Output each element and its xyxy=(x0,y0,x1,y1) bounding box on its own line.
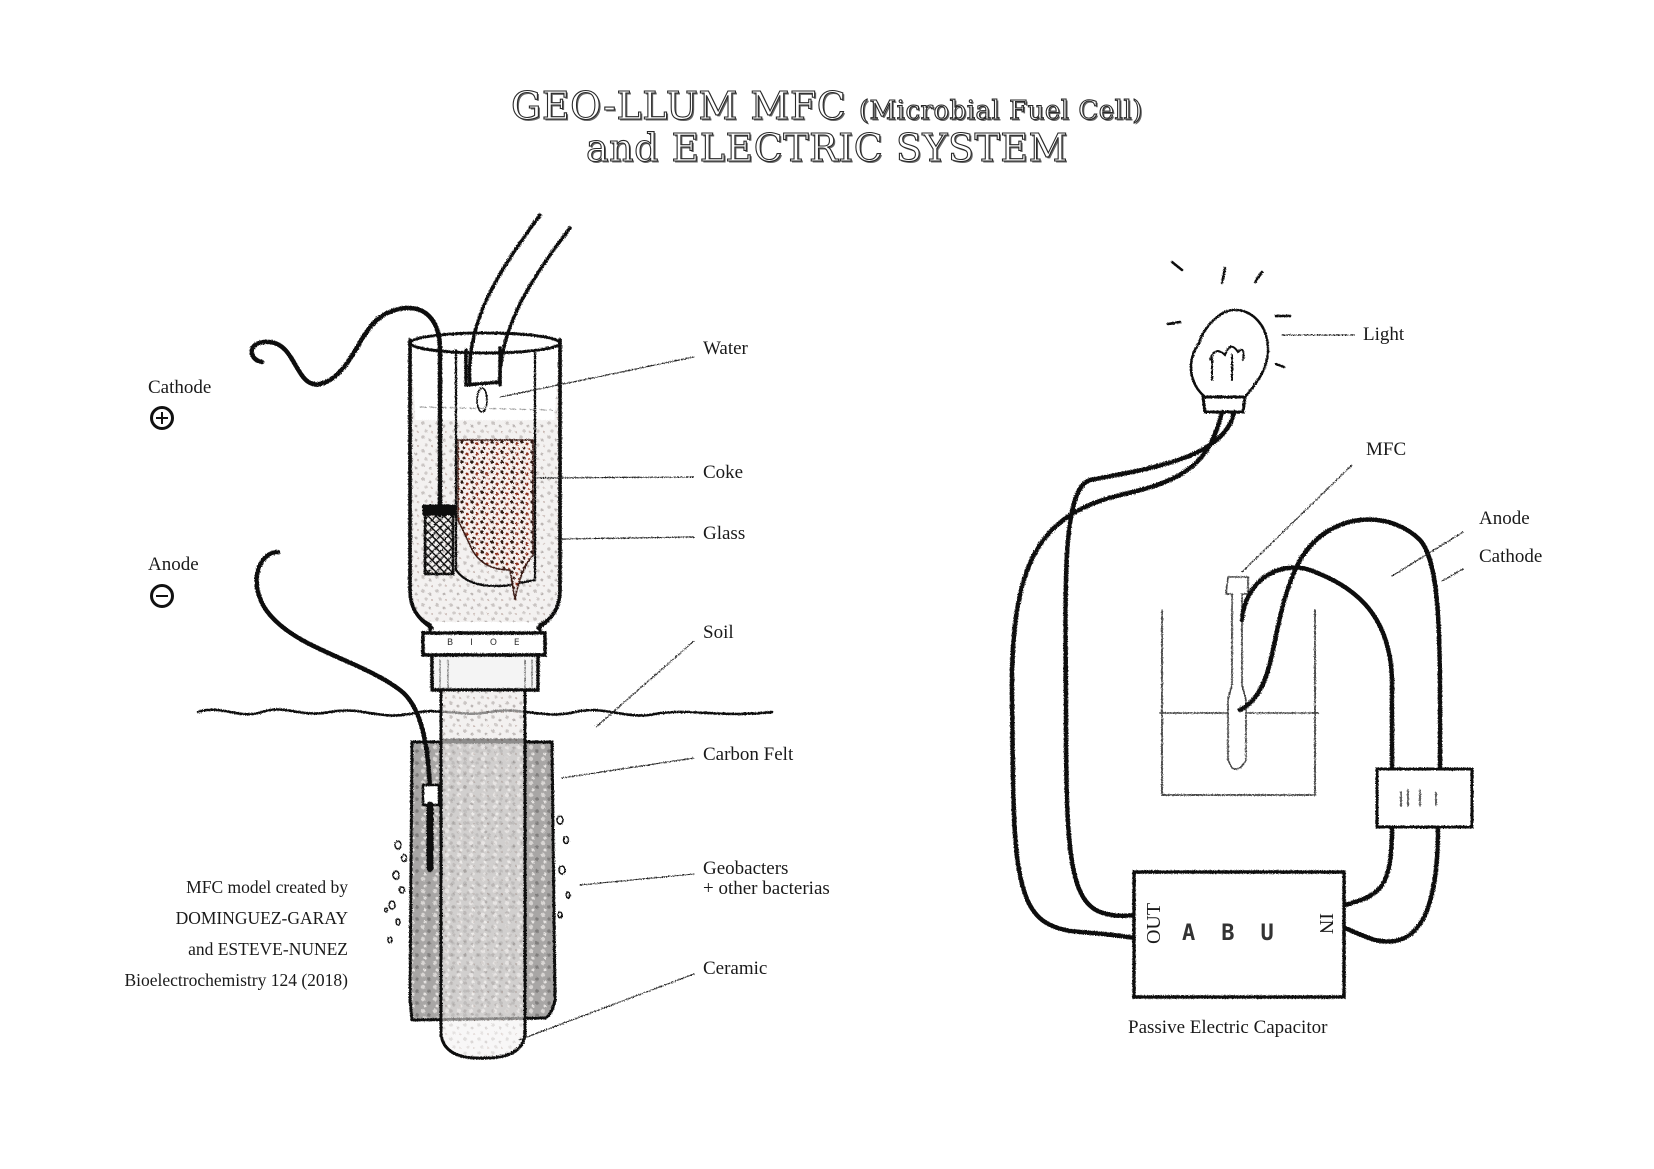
callout-coke: Coke xyxy=(703,462,744,483)
callout-cathode: Cathode xyxy=(1479,546,1543,567)
water-nozzle xyxy=(464,346,502,387)
mfc-miniature xyxy=(1225,576,1249,770)
plus-in-circle-icon xyxy=(150,406,174,430)
bottle-ring-lettering: BIOE xyxy=(447,638,537,648)
coke-fill xyxy=(457,439,534,601)
credit-line: MFC model created by xyxy=(186,877,348,897)
terminal-anode-label: Anode xyxy=(148,554,199,575)
callout-anode: Anode xyxy=(1479,508,1530,529)
ceramic-tube xyxy=(439,698,527,1060)
callout-light: Light xyxy=(1363,324,1405,345)
inner-glass xyxy=(454,348,537,588)
callout-carbon-felt: Carbon Felt xyxy=(703,744,794,765)
anode-wire-system xyxy=(1239,565,1395,773)
cathode-wire xyxy=(249,305,443,518)
credit-line: and ESTEVE-NUNEZ xyxy=(188,939,348,959)
light-bulb xyxy=(1189,308,1270,414)
bulb-wire-left xyxy=(1009,409,1225,941)
diagram-title-line-1: GEO-LLUM MFC (Microbial Fuel Cell) xyxy=(0,83,1654,128)
cathode-electrode-mesh xyxy=(423,510,455,576)
bacteria-dots xyxy=(383,815,571,944)
capacitor-caption: Passive Electric Capacitor xyxy=(1128,1017,1328,1038)
cathode-wire-system xyxy=(1237,517,1443,773)
callout-water: Water xyxy=(703,338,748,359)
water-tube xyxy=(467,213,572,387)
capacitor-out-label: OUT xyxy=(1143,902,1166,945)
callout-lines xyxy=(499,356,695,1041)
callout-mfc: MFC xyxy=(1366,439,1407,460)
callout-geobacters: Geobacters xyxy=(703,858,789,879)
capacitor-in-label: IN xyxy=(1315,912,1338,935)
meter-marks xyxy=(1400,789,1437,807)
anode-wire xyxy=(254,549,433,873)
water-drop xyxy=(476,387,488,413)
bulb-wire-right xyxy=(1063,409,1237,918)
capacitor-box xyxy=(1132,870,1346,999)
terminal-cathode-label: Cathode xyxy=(148,377,212,398)
title-main: GEO-LLUM MFC xyxy=(510,83,847,128)
credit-line: Bioelectrochemistry 124 (2018) xyxy=(124,970,348,990)
bottle-rim xyxy=(408,331,562,355)
light-rays xyxy=(1166,260,1292,369)
callout-glass: Glass xyxy=(703,523,746,544)
bottle-cap xyxy=(430,653,540,692)
callout-soil: Soil xyxy=(703,622,734,643)
system-callout-lines xyxy=(1241,334,1464,582)
model-credit: MFC model created by DOMINGUEZ-GARAY and… xyxy=(124,872,348,996)
capacitor-lettering: ABU xyxy=(1182,921,1300,946)
credit-line: DOMINGUEZ-GARAY xyxy=(175,908,348,928)
meter-box xyxy=(1375,767,1474,829)
callout-other-bacterias: + other bacterias xyxy=(703,878,830,899)
beaker xyxy=(1161,609,1316,796)
title-subtitle: (Microbial Fuel Cell) xyxy=(858,95,1143,126)
callout-ceramic: Ceramic xyxy=(703,958,768,979)
diagram-title-line-2: and ELECTRIC SYSTEM xyxy=(585,125,1069,170)
minus-in-circle-icon xyxy=(150,584,174,608)
meter-to-capacitor-wires xyxy=(1342,823,1441,944)
